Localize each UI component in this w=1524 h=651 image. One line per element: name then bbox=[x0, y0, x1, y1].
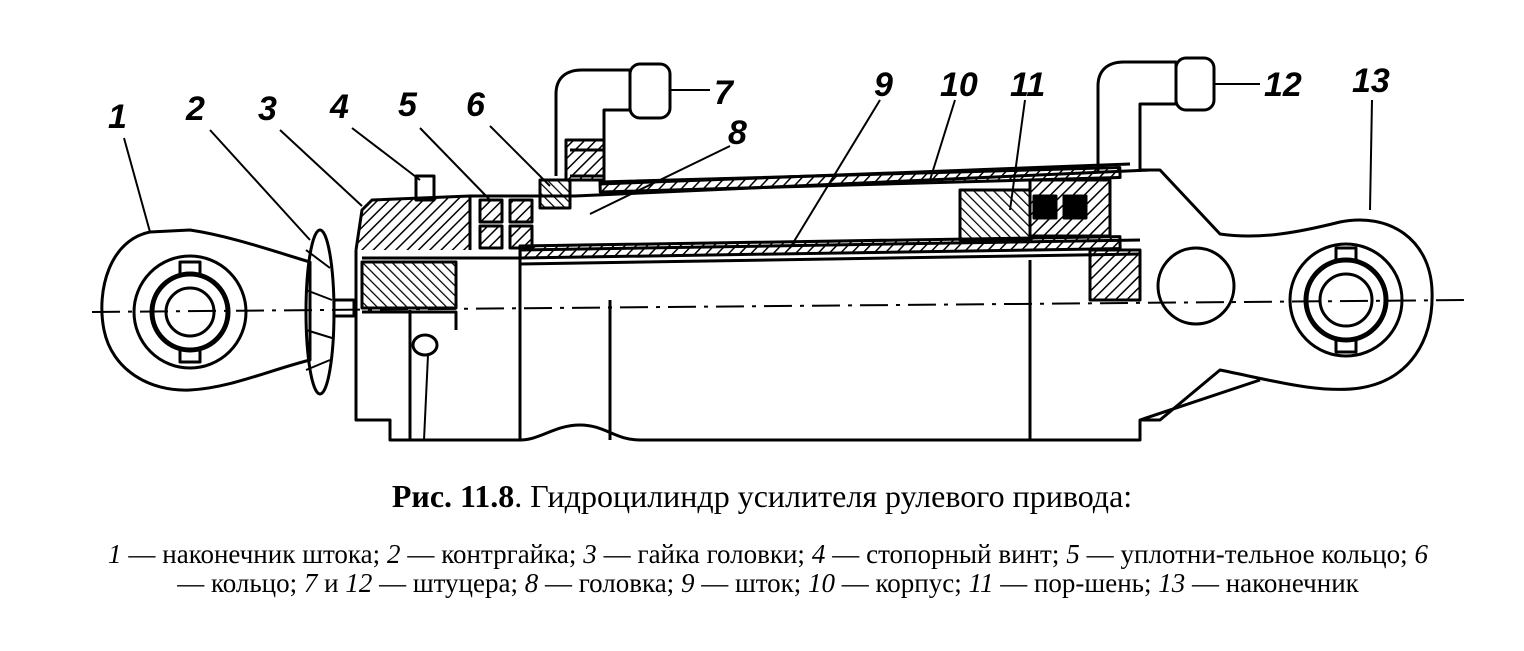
figure-caption: Рис. 11.8. Гидроцилиндр усилителя рулево… bbox=[0, 478, 1524, 515]
callout-2: 2 bbox=[185, 90, 205, 128]
legend-num: 2 bbox=[387, 539, 401, 569]
legend-text: — шток; bbox=[694, 568, 809, 598]
callout-4: 4 bbox=[329, 88, 349, 126]
legend-num: 7 bbox=[303, 568, 318, 598]
fitting-right bbox=[1096, 56, 1216, 172]
legend-num: 10 bbox=[808, 568, 836, 598]
callout-3: 3 bbox=[258, 90, 277, 128]
figure-number: Рис. 11.8 bbox=[391, 478, 515, 514]
callout-7: 7 bbox=[714, 74, 735, 112]
callout-8: 8 bbox=[728, 114, 747, 152]
legend-text: — корпус; bbox=[835, 568, 969, 598]
seal-rings bbox=[478, 178, 572, 250]
legend-num: 11 bbox=[968, 568, 994, 598]
legend-num: 8 bbox=[524, 568, 539, 598]
callout-1: 1 bbox=[108, 98, 127, 136]
legend-text: — уплотни-тельное кольцо; bbox=[1079, 539, 1415, 569]
legend-text: — пор-шень; bbox=[993, 568, 1159, 598]
fitting-left bbox=[554, 62, 672, 182]
rod-end-right bbox=[1140, 168, 1434, 422]
legend-text: — кольцо; bbox=[177, 568, 304, 598]
legend-text: — наконечник штока; bbox=[121, 539, 388, 569]
legend-text: — контргайка; bbox=[400, 539, 584, 569]
figure-legend: 1 — наконечник штока; 2 — контргайка; 3 … bbox=[108, 540, 1428, 598]
callout-6: 6 bbox=[466, 86, 486, 124]
legend-text: — наконечник bbox=[1185, 568, 1359, 598]
callout-11: 11 bbox=[1010, 66, 1045, 104]
callout-12: 12 bbox=[1264, 66, 1302, 104]
figure-title: . Гидроцилиндр усилителя рулевого привод… bbox=[514, 478, 1133, 514]
legend-text: — стопорный винт; bbox=[825, 539, 1067, 569]
legend-num: 1 bbox=[108, 539, 122, 569]
legend-text: — штуцера; bbox=[372, 568, 525, 598]
callout-5: 5 bbox=[398, 86, 418, 124]
legend-num: 5 bbox=[1066, 539, 1080, 569]
hydraulic-cylinder-drawing: 1 2 3 4 5 6 7 8 9 10 11 12 13 bbox=[91, 56, 1471, 442]
leader-lines bbox=[123, 83, 1373, 249]
cylinder-head bbox=[354, 174, 1261, 442]
piston bbox=[958, 178, 1142, 302]
lock-nut bbox=[304, 228, 356, 396]
legend-text: — гайка головки; bbox=[596, 539, 812, 569]
callout-10: 10 bbox=[940, 66, 978, 104]
legend-text: и bbox=[317, 568, 346, 598]
callout-13: 13 bbox=[1352, 62, 1390, 100]
center-axis bbox=[91, 299, 1471, 313]
legend-num: 6 bbox=[1414, 539, 1429, 569]
legend-num: 12 bbox=[345, 568, 373, 598]
legend-text: — головка; bbox=[538, 568, 681, 598]
legend-num: 3 bbox=[583, 539, 597, 569]
callout-9: 9 bbox=[874, 66, 893, 104]
legend-num: 9 bbox=[680, 568, 695, 598]
rod-end-left bbox=[100, 228, 312, 392]
callout-labels: 1 2 3 4 5 6 7 8 9 10 11 12 13 bbox=[108, 62, 1390, 152]
legend-num: 4 bbox=[811, 539, 826, 569]
cylinder-barrel bbox=[518, 162, 1151, 440]
legend-num: 13 bbox=[1158, 568, 1186, 598]
